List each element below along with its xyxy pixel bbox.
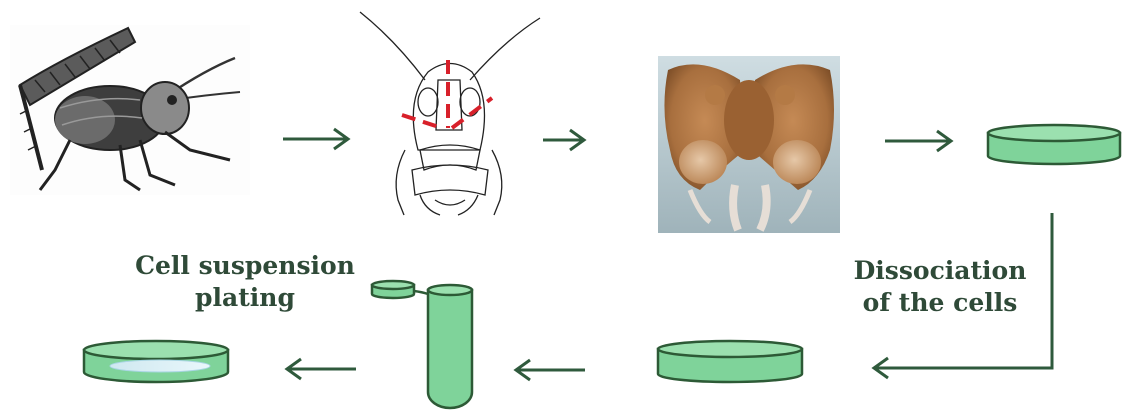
- label-left-line1: Cell suspension: [120, 250, 370, 282]
- petri-dish-plated-icon: [84, 341, 228, 382]
- grasshopper-icon: [10, 25, 250, 195]
- arrow-left-icon: [287, 359, 356, 379]
- label-right-line2: of the cells: [840, 287, 1040, 319]
- arrow-left-icon: [516, 360, 585, 380]
- petri-dish-icon: [658, 341, 802, 382]
- arrow-right-icon: [283, 129, 348, 149]
- label-right-line1: Dissociation: [840, 255, 1040, 287]
- label-left-line2: plating: [120, 282, 370, 314]
- arrow-right-icon: [885, 131, 951, 151]
- cell-suspension-plating-label: Cell suspension plating: [120, 250, 370, 314]
- test-tube-icon: [372, 281, 472, 408]
- dissected-brain-photo: [658, 56, 840, 233]
- petri-dish-icon: [988, 125, 1120, 164]
- dissociation-label: Dissociation of the cells: [840, 255, 1040, 319]
- arrow-right-icon: [543, 130, 584, 150]
